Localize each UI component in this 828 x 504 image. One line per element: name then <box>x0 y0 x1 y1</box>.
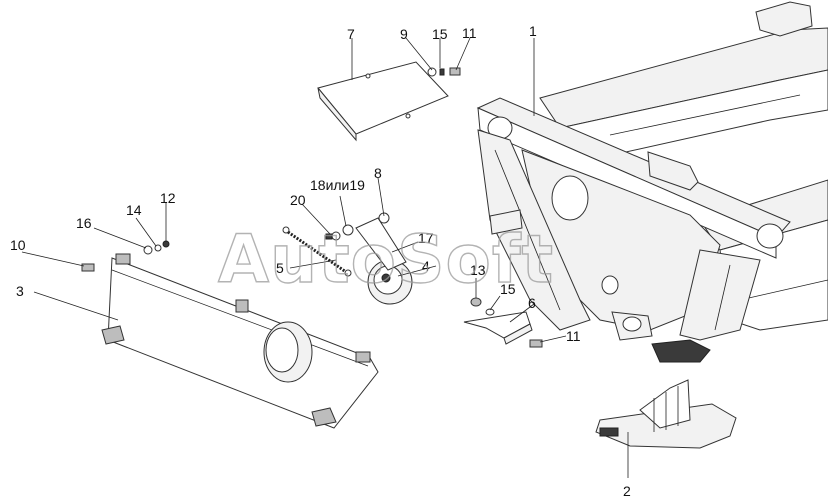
callout-16: 16 <box>76 215 92 231</box>
callout-8: 8 <box>374 165 382 181</box>
callout-6: 6 <box>528 295 536 311</box>
callout-11-top: 11 <box>462 25 477 41</box>
callout-9: 9 <box>400 26 408 42</box>
callout-15-top: 15 <box>432 26 448 42</box>
callout-17: 17 <box>418 230 434 246</box>
leader-lines <box>21 37 629 478</box>
callout-5: 5 <box>276 260 284 276</box>
cover-plate-part-7 <box>317 61 449 142</box>
spring-part-5 <box>282 226 352 277</box>
callout-1: 1 <box>529 23 537 39</box>
watermark-text: AutoSoft <box>218 221 554 298</box>
callout-18-or-19: 18или19 <box>310 177 365 193</box>
skid-part-2 <box>595 379 737 449</box>
callout-4: 4 <box>422 258 430 274</box>
small-parts-group <box>325 212 390 241</box>
callout-11-bottom: 11 <box>566 328 581 344</box>
callout-20: 20 <box>290 192 306 208</box>
callout-7: 7 <box>347 26 355 42</box>
main-frame-part-1 <box>476 1 828 363</box>
callout-labels: 1 2 3 4 5 6 7 8 9 10 11 11 12 13 14 15 1… <box>10 23 631 499</box>
shield-panel-part-3 <box>101 253 379 429</box>
callout-12: 12 <box>160 190 176 206</box>
callout-14: 14 <box>126 202 142 218</box>
callout-10: 10 <box>10 237 26 253</box>
bracket-part-6 <box>463 297 543 348</box>
fasteners-left <box>81 240 170 272</box>
pulley-part-4 <box>355 217 413 305</box>
callout-15-bottom: 15 <box>500 281 516 297</box>
callout-2: 2 <box>623 483 631 499</box>
callout-13: 13 <box>470 262 486 278</box>
fasteners-top <box>427 67 461 77</box>
callout-3: 3 <box>16 283 24 299</box>
